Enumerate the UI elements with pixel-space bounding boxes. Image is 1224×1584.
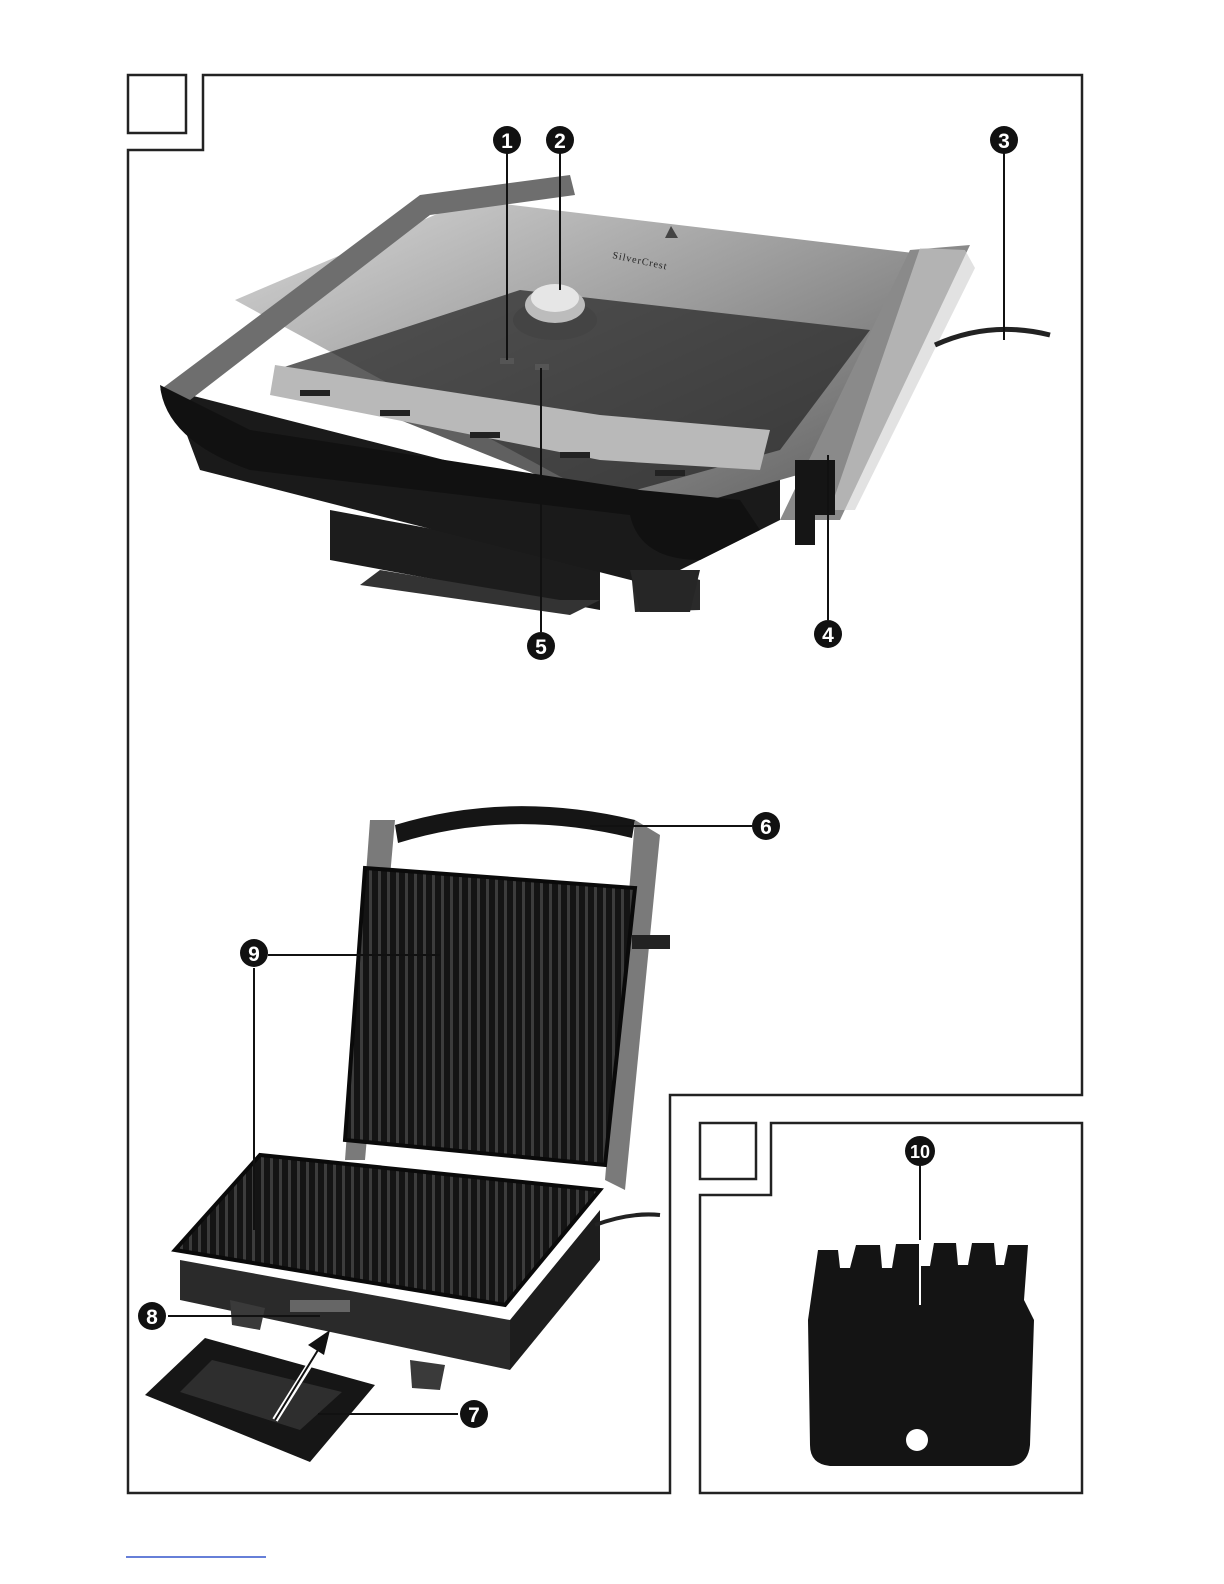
callout-8: 8	[138, 1302, 166, 1330]
upper-grill-plate	[345, 868, 635, 1165]
svg-text:10: 10	[910, 1142, 930, 1162]
lid-handle	[395, 806, 635, 843]
svg-text:1: 1	[501, 130, 513, 153]
closed-grill-illustration: SilverCrest	[160, 175, 1050, 615]
svg-text:2: 2	[554, 130, 566, 153]
callout-4: 4	[814, 620, 842, 648]
callout-1: 1	[493, 126, 521, 154]
callout-6: 6	[752, 812, 780, 840]
svg-text:8: 8	[146, 1306, 158, 1329]
callout-10: 10	[905, 1136, 935, 1166]
figure-number-box-2	[700, 1123, 756, 1179]
svg-text:3: 3	[998, 130, 1010, 153]
svg-text:4: 4	[822, 624, 834, 647]
callout-3: 3	[990, 126, 1018, 154]
svg-text:9: 9	[248, 943, 260, 966]
svg-text:7: 7	[468, 1404, 480, 1427]
callout-5: 5	[527, 632, 555, 660]
svg-text:6: 6	[760, 816, 772, 839]
svg-text:5: 5	[535, 636, 547, 659]
callout-7: 7	[460, 1400, 488, 1428]
callout-9: 9	[240, 939, 268, 967]
open-grill-illustration	[145, 806, 670, 1462]
figure-number-box-1	[128, 75, 186, 133]
callout-2: 2	[546, 126, 574, 154]
